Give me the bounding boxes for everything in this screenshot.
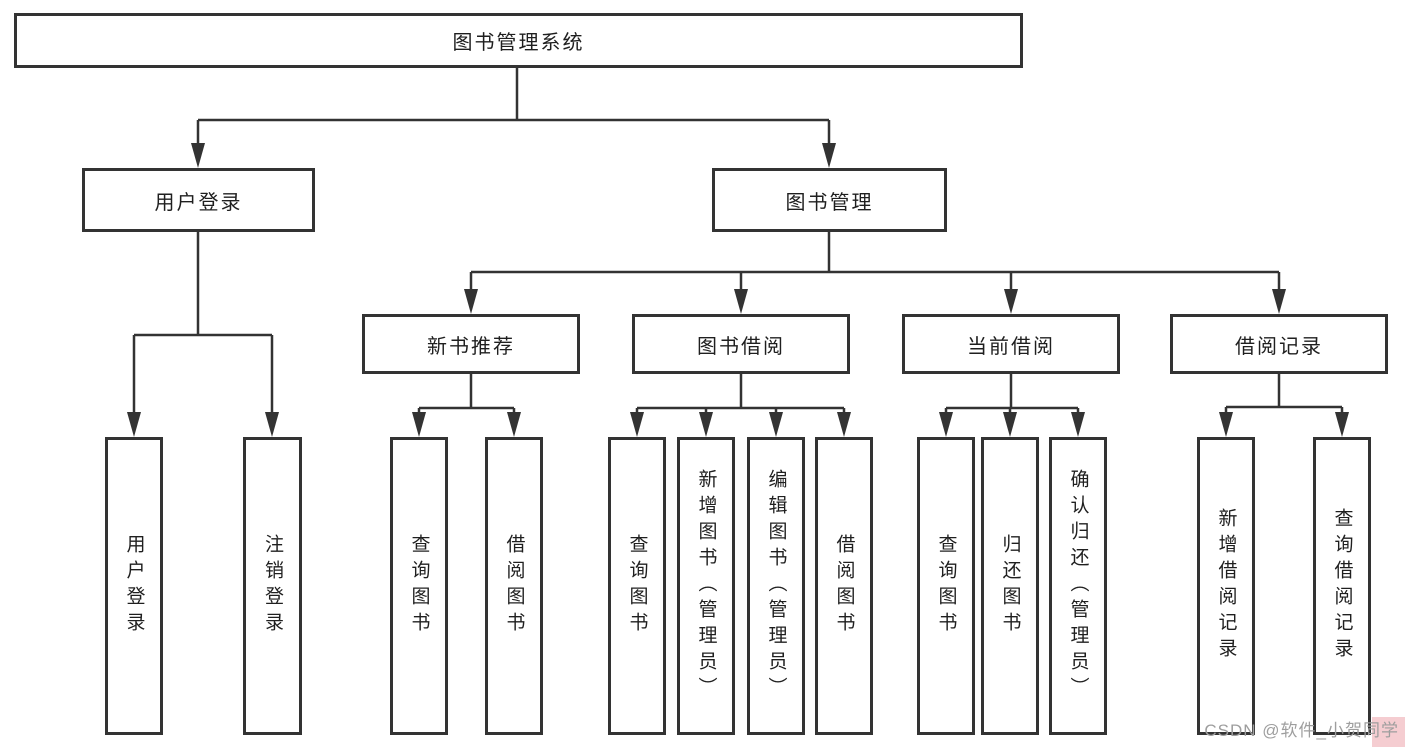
- node-new-book-recommend: 新书推荐: [362, 314, 580, 374]
- leaf-label: 编辑图书（管理员）: [765, 469, 787, 703]
- node-book-management: 图书管理: [712, 168, 947, 232]
- leaf-label: 用户登录: [123, 534, 145, 638]
- node-label: 借阅记录: [1235, 335, 1323, 358]
- leaf-user-login: 用户登录: [105, 437, 163, 735]
- leaf-label: 借阅图书: [503, 534, 525, 638]
- leaf-return-books: 归还图书: [981, 437, 1039, 735]
- leaf-add-borrow-record: 新增借阅记录: [1197, 437, 1255, 735]
- leaf-borrow-books-recommend: 借阅图书: [485, 437, 543, 735]
- leaf-edit-book-admin: 编辑图书（管理员）: [747, 437, 805, 735]
- leaf-label: 新增图书（管理员）: [695, 469, 717, 703]
- leaf-query-books-recommend: 查询图书: [390, 437, 448, 735]
- leaf-query-borrow-record: 查询借阅记录: [1313, 437, 1371, 735]
- leaf-label: 查询借阅记录: [1331, 508, 1353, 664]
- leaf-label: 查询图书: [935, 534, 957, 638]
- leaf-confirm-return-admin: 确认归还（管理员）: [1049, 437, 1107, 735]
- node-label: 图书管理: [785, 191, 874, 214]
- node-label: 新书推荐: [427, 335, 515, 358]
- node-label: 用户登录: [154, 191, 243, 214]
- node-borrowing-records: 借阅记录: [1170, 314, 1388, 374]
- corner-watermark-patch: [1372, 717, 1405, 747]
- node-library-management-system: 图书管理系统: [14, 13, 1023, 68]
- node-user-login: 用户登录: [82, 168, 315, 232]
- arrowhead: [127, 143, 1349, 437]
- leaf-label: 查询图书: [408, 534, 430, 638]
- leaf-add-book-admin: 新增图书（管理员）: [677, 437, 735, 735]
- leaf-query-books-borrowing: 查询图书: [608, 437, 666, 735]
- leaf-borrow-books-borrowing: 借阅图书: [815, 437, 873, 735]
- node-label: 当前借阅: [967, 335, 1055, 358]
- leaf-label: 归还图书: [999, 534, 1021, 638]
- node-current-borrowing: 当前借阅: [902, 314, 1120, 374]
- watermark: CSDN @软件_小贺同学: [1204, 721, 1399, 740]
- leaf-label: 新增借阅记录: [1215, 508, 1237, 664]
- leaf-label: 确认归还（管理员）: [1067, 469, 1089, 703]
- leaf-logout: 注销登录: [243, 437, 302, 735]
- node-book-borrowing: 图书借阅: [632, 314, 850, 374]
- leaf-label: 借阅图书: [833, 534, 855, 638]
- node-label: 图书管理系统: [452, 32, 585, 54]
- leaf-label: 查询图书: [626, 534, 648, 638]
- leaf-label: 注销登录: [262, 534, 283, 638]
- node-label: 图书借阅: [697, 335, 785, 358]
- leaf-query-books-current: 查询图书: [917, 437, 975, 735]
